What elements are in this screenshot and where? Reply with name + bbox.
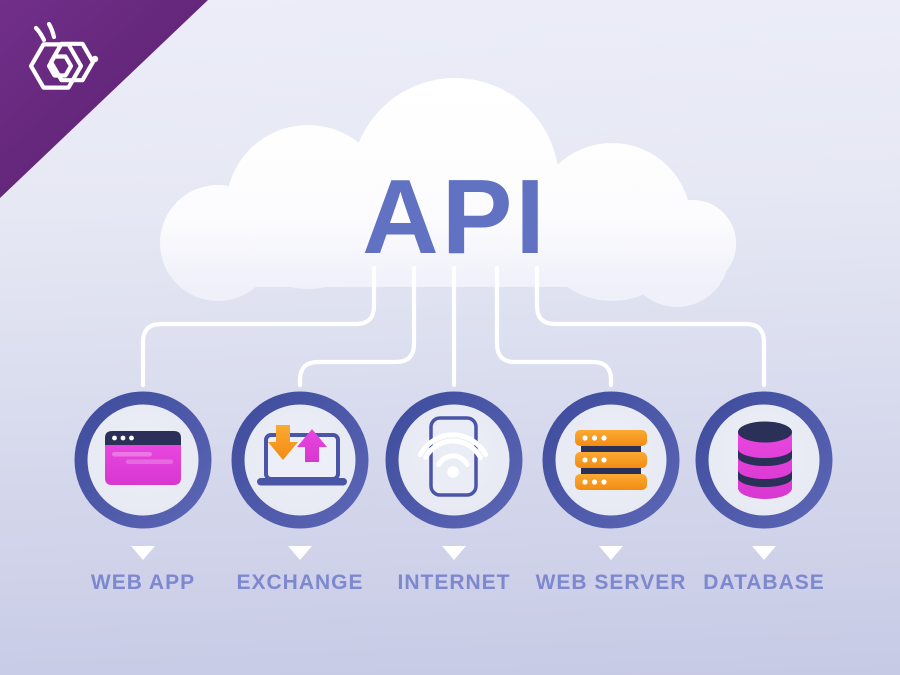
- upload-arrow-icon: [297, 429, 327, 462]
- node-web-app: [74, 391, 212, 560]
- connector-line-web-server: [494, 265, 614, 388]
- smartphone-wifi-icon: [417, 416, 489, 497]
- wifi-icon: [417, 432, 489, 467]
- bee-logo-icon: [28, 21, 99, 90]
- connector-lines: [140, 265, 767, 388]
- node-label-exchange: EXCHANGE: [236, 571, 364, 594]
- node-label-web-app: WEB APP: [90, 571, 196, 594]
- node-exchange: [231, 391, 369, 560]
- pointer-triangle: [288, 546, 312, 560]
- node-label-internet: INTERNET: [397, 571, 511, 594]
- database-cylinder-icon: [738, 421, 792, 499]
- connector-line-exchange: [297, 265, 417, 388]
- api-title: API: [362, 158, 548, 276]
- pointer-triangle: [599, 546, 623, 560]
- api-cloud: [160, 78, 736, 307]
- pointer-triangle: [752, 546, 776, 560]
- node-label-database: DATABASE: [703, 571, 825, 594]
- browser-window-icon: [105, 431, 181, 485]
- connector-line-database: [534, 265, 767, 388]
- download-arrow-icon: [268, 425, 298, 460]
- node-database: [695, 391, 833, 560]
- server-stack-icon: [575, 430, 647, 490]
- brand-corner-ribbon: [0, 0, 208, 198]
- node-label-web-server: WEB SERVER: [535, 571, 687, 594]
- laptop-transfer-arrows-icon: [257, 425, 347, 486]
- pointer-triangle: [131, 546, 155, 560]
- node-web-server: [542, 391, 680, 560]
- pointer-triangle: [442, 546, 466, 560]
- connector-line-web-app: [140, 265, 377, 388]
- node-internet: [385, 391, 523, 560]
